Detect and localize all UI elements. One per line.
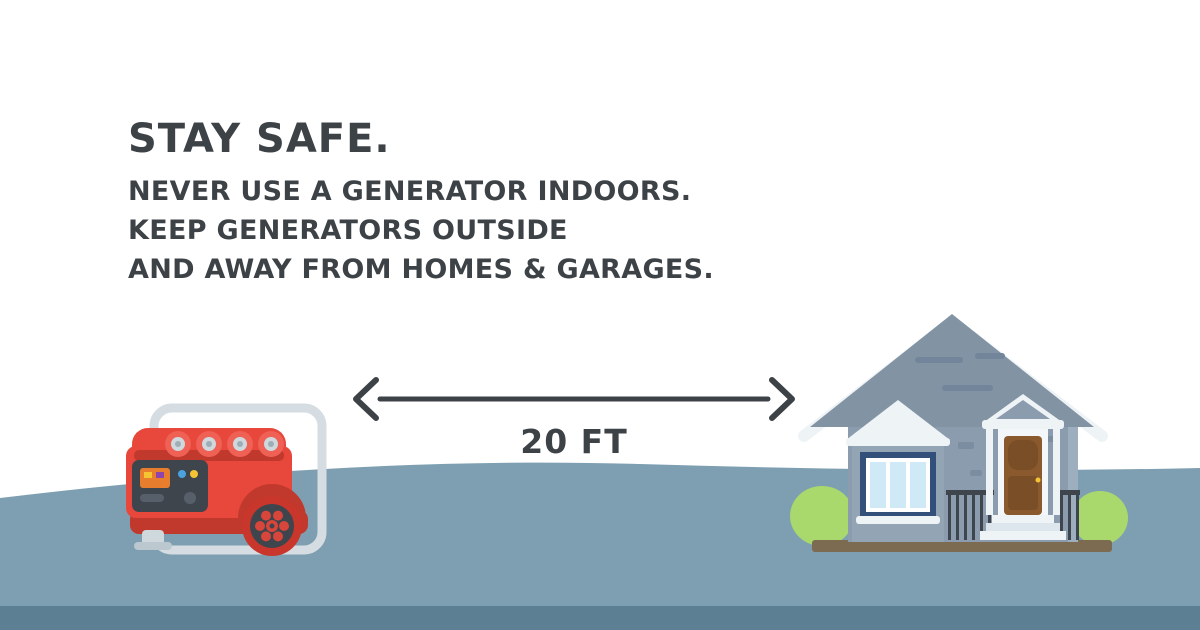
bay-trim (846, 438, 950, 446)
distance-arrow (353, 377, 795, 421)
distance-label: 20 FT (520, 422, 628, 461)
house-foundation (812, 540, 1112, 552)
headline: STAY SAFE. (128, 116, 391, 162)
subtext-line-2: KEEP GENERATORS OUTSIDE (128, 215, 568, 246)
generator-foot-pad (134, 542, 172, 550)
house-illustration (790, 314, 1128, 552)
house-wall-highlight (1068, 418, 1078, 542)
subtext-line-3: AND AWAY FROM HOMES & GARAGES. (128, 254, 714, 285)
front-door (1004, 436, 1042, 515)
arrow-left-chevron-icon (353, 377, 379, 421)
bush-right (1072, 491, 1128, 545)
roof-shingle-details (915, 353, 1005, 391)
porch-railing-right (1058, 490, 1080, 540)
bay-window (856, 452, 940, 524)
ground-shadow-band (0, 606, 1200, 630)
subtext: NEVER USE A GENERATOR INDOORS. KEEP GENE… (128, 172, 714, 289)
generator-illustration (126, 403, 327, 556)
generator-cylinders (165, 431, 284, 457)
bush-left (790, 486, 854, 546)
house-roof (810, 314, 1094, 427)
arrow-right-chevron-icon (769, 377, 795, 421)
entrance-steps (980, 515, 1066, 540)
subtext-line-1: NEVER USE A GENERATOR INDOORS. (128, 176, 692, 207)
generator-wheel (242, 496, 302, 556)
generator-control-panel (132, 460, 208, 512)
bay-gable (846, 400, 950, 440)
